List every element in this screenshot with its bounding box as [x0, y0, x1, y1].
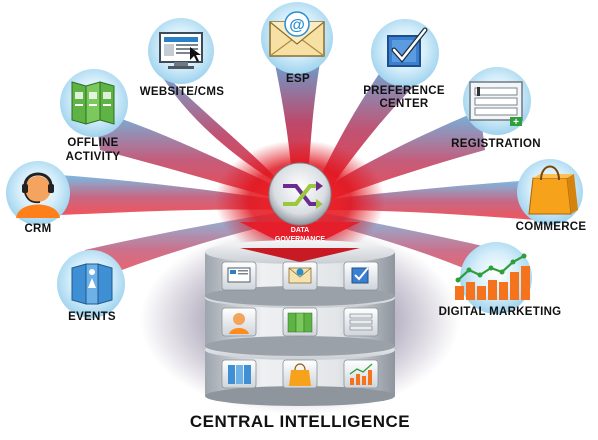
event-booth-icon [71, 263, 113, 305]
channel-label-esp: ESP [286, 73, 310, 85]
svg-text:@: @ [289, 17, 305, 34]
email-envelope-icon: @ [269, 11, 325, 57]
channel-esp: @ ESP [261, 2, 333, 85]
channel-digital: DIGITAL MARKETING [439, 242, 562, 318]
monitor-icon [159, 32, 203, 69]
server-tile-digital [343, 359, 379, 389]
checkbox-icon [387, 27, 428, 67]
svg-text:+: + [513, 117, 519, 128]
channel-crm: CRM [6, 161, 70, 235]
channel-events: EVENTS [57, 250, 125, 323]
channel-commerce: COMMERCE [516, 159, 587, 233]
channel-label-digital: DIGITAL MARKETING [439, 306, 562, 318]
server-tile-events [221, 359, 257, 389]
diagram-title: CENTRAL INTELLIGENCE [190, 412, 410, 431]
growth-chart-icon [455, 253, 530, 300]
shopping-bag-icon [528, 165, 578, 215]
arrow-into-server [240, 222, 360, 252]
server-tile-commerce [282, 359, 318, 389]
channel-website: WEBSITE/CMS [140, 18, 224, 98]
server-tile-offline [282, 307, 318, 337]
central-server [205, 222, 395, 406]
channel-label-crm: CRM [24, 223, 51, 235]
channel-label-registration: REGISTRATION [451, 138, 541, 150]
channel-label-preference-line1: PREFERENCE [363, 85, 445, 97]
channel-label-offline-line1: OFFLINE [67, 137, 118, 149]
server-tile-esp [282, 261, 318, 291]
channel-label-offline-line2: ACTIVITY [66, 151, 121, 163]
channel-label-website: WEBSITE/CMS [140, 86, 224, 98]
hub-label-line1: DATA [291, 227, 309, 234]
brochure-icon [71, 81, 115, 125]
channel-offline: OFFLINE ACTIVITY [60, 69, 128, 163]
server-tile-crm [221, 307, 257, 337]
server-tile-preference [343, 261, 379, 291]
data-governance-hub: DATA GOVERNANCE [268, 162, 332, 243]
headset-agent-icon [16, 172, 60, 218]
channel-label-commerce: COMMERCE [516, 221, 587, 233]
channel-label-preference-line2: CENTER [379, 98, 428, 110]
server-tile-registration [343, 307, 379, 337]
server-tile-website [221, 261, 257, 291]
hub-label-line2: GOVERNANCE [275, 236, 326, 243]
channel-label-events: EVENTS [68, 311, 116, 323]
channel-preference: PREFERENCE CENTER [363, 19, 445, 110]
registration-form-icon: + [469, 81, 523, 128]
channel-registration: + REGISTRATION [451, 67, 541, 150]
